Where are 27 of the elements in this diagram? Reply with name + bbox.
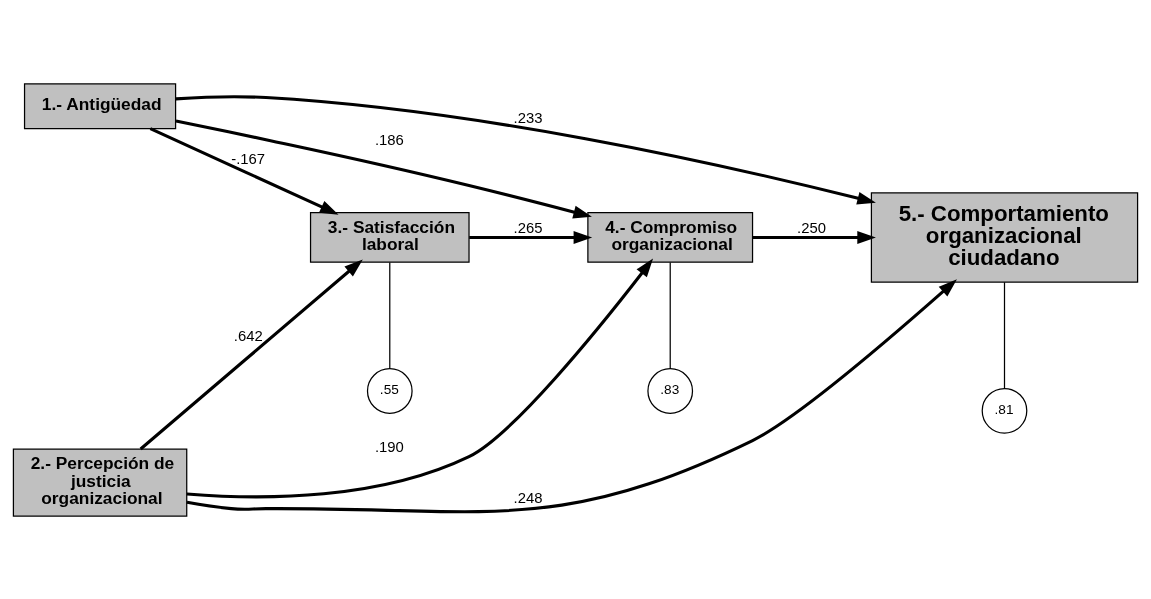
node-circle: .55 (366, 367, 413, 414)
node-box: 4.- Compromiso organizacional (587, 211, 754, 263)
edge-label: .186 (374, 131, 404, 148)
arrow (139, 258, 363, 450)
arrow (175, 94, 876, 205)
node-box: 1.- Antigüedad (23, 82, 177, 129)
edge-label: .248 (513, 489, 543, 506)
arrow (752, 230, 876, 244)
arrow (469, 230, 593, 244)
node-box: 2.- Percepción de justicia organizacional (12, 448, 188, 517)
connector (389, 261, 391, 369)
edge-label: .642 (233, 327, 263, 344)
node-box: 3.- Satisfacción laboral (309, 211, 470, 263)
edge-label: .265 (513, 219, 543, 236)
edge-label: .250 (797, 219, 827, 236)
edge-label: .190 (374, 438, 404, 455)
node-circle: .81 (981, 387, 1028, 434)
arrow (175, 119, 592, 218)
arrow (186, 258, 654, 498)
node-circle: .83 (647, 367, 694, 414)
connector (669, 261, 671, 369)
edge-label: -.167 (231, 150, 266, 167)
connector (1003, 281, 1006, 389)
arrow (149, 126, 339, 215)
arrow (186, 278, 957, 513)
edge-label: .233 (513, 109, 543, 126)
node-box: 5.- Comportamiento organizacional ciudadano (870, 191, 1139, 283)
